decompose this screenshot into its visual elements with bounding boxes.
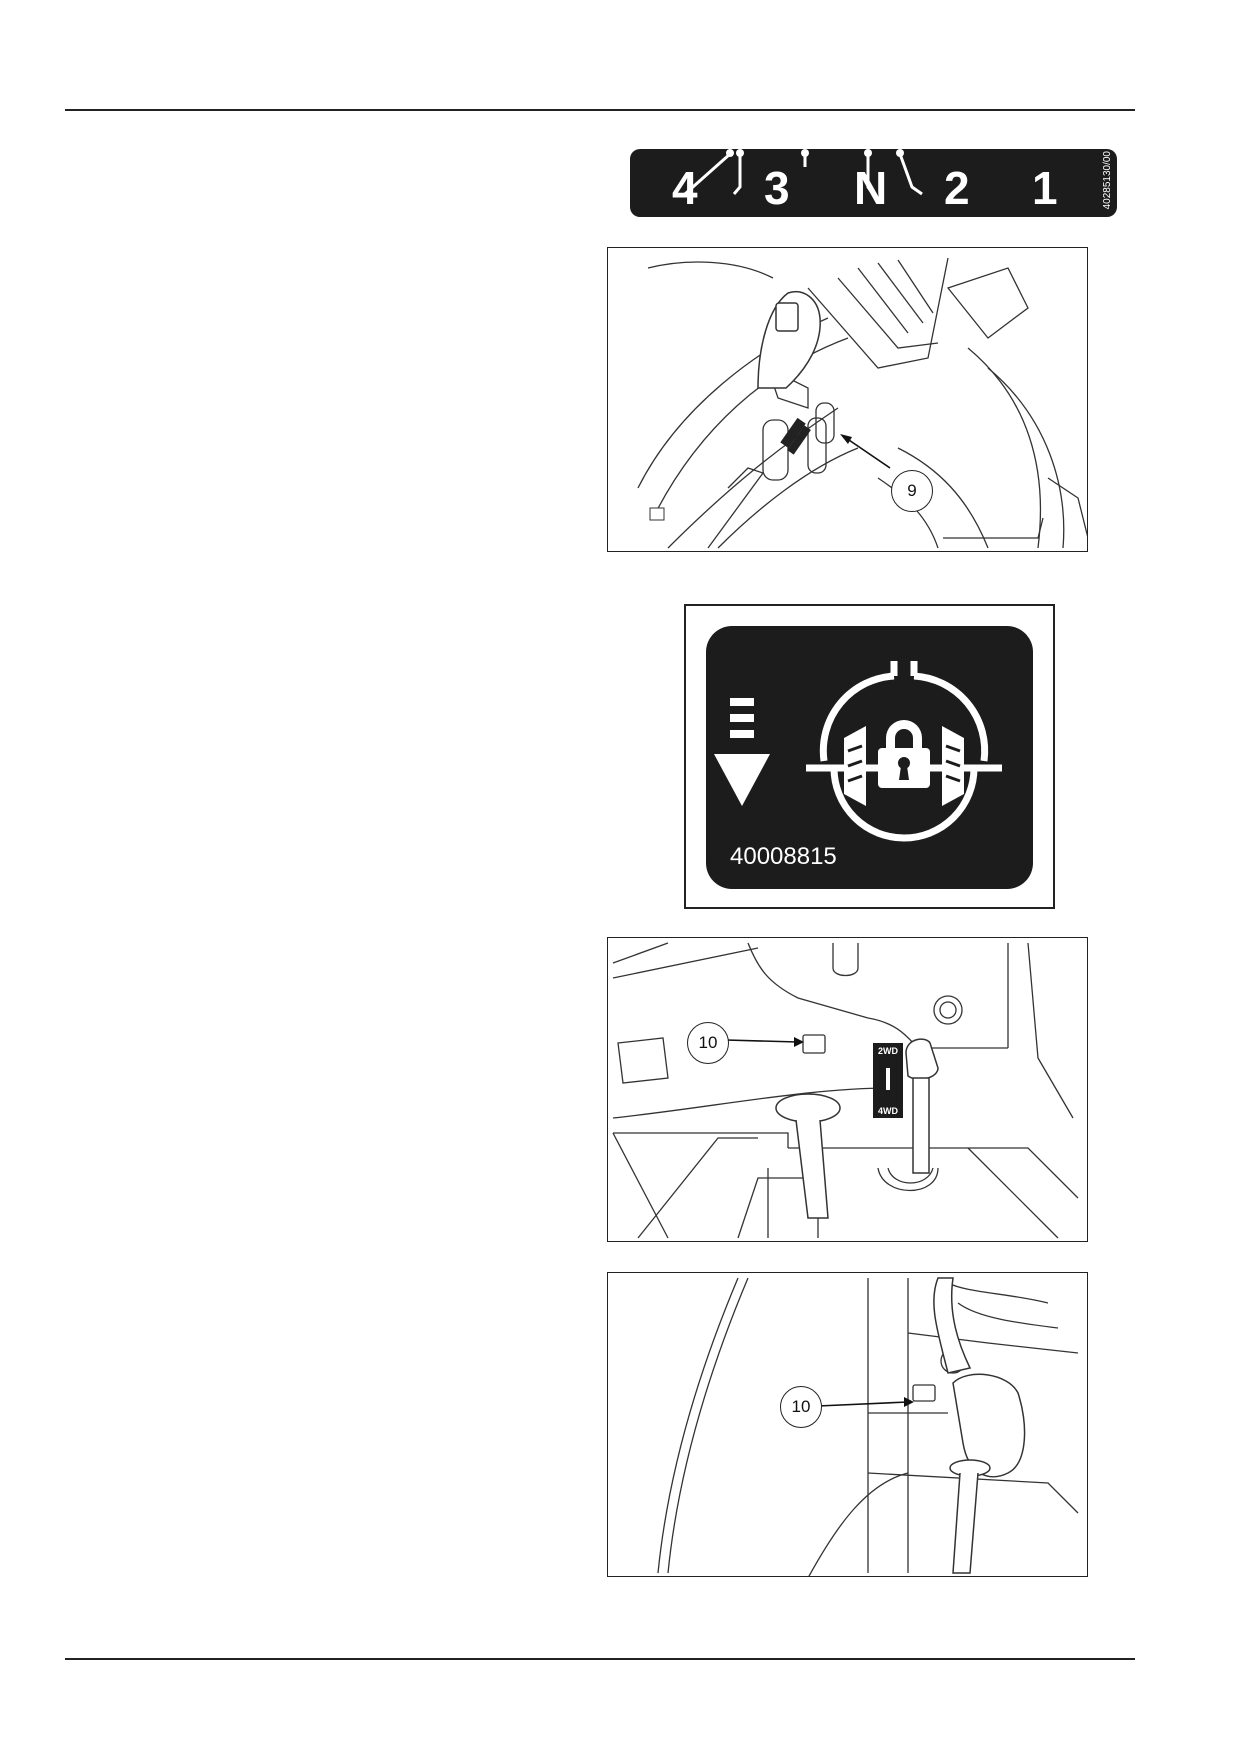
figure-switch-location: 10 [607,1272,1088,1577]
callout-10-b: 10 [780,1386,822,1428]
gear-position-1: 1 [1032,162,1058,214]
gear-position-decal: 4 3 N 2 1 40285130/00 [630,149,1117,217]
header-rule [65,109,1135,111]
drive-selector-illustration: 2WD 4WD [612,942,1079,1239]
gear-position-n: N [854,162,888,214]
switch-location-illustration [657,1277,1079,1576]
figure-drive-selector: 2WD 4WD 10 [607,937,1088,1242]
gear-lever-illustration [637,257,1087,549]
gear-decal-code: 40285130/00 [1102,151,1113,210]
gear-position-3: 3 [764,162,790,214]
figure-gear-lever: 9 [607,247,1088,552]
footer-rule [65,1658,1135,1660]
callout-9: 9 [891,470,933,512]
callout-10-a: 10 [687,1022,729,1064]
diff-lock-decal-code: 40008815 [730,843,837,870]
gear-position-2: 2 [944,162,970,214]
diff-lock-decal-frame: 40008815 [684,604,1055,909]
shift-decal-4wd: 4WD [878,1106,899,1116]
shift-decal-2wd: 2WD [878,1046,899,1056]
diff-lock-decal: 40008815 [706,626,1033,889]
gear-position-4: 4 [672,162,698,214]
